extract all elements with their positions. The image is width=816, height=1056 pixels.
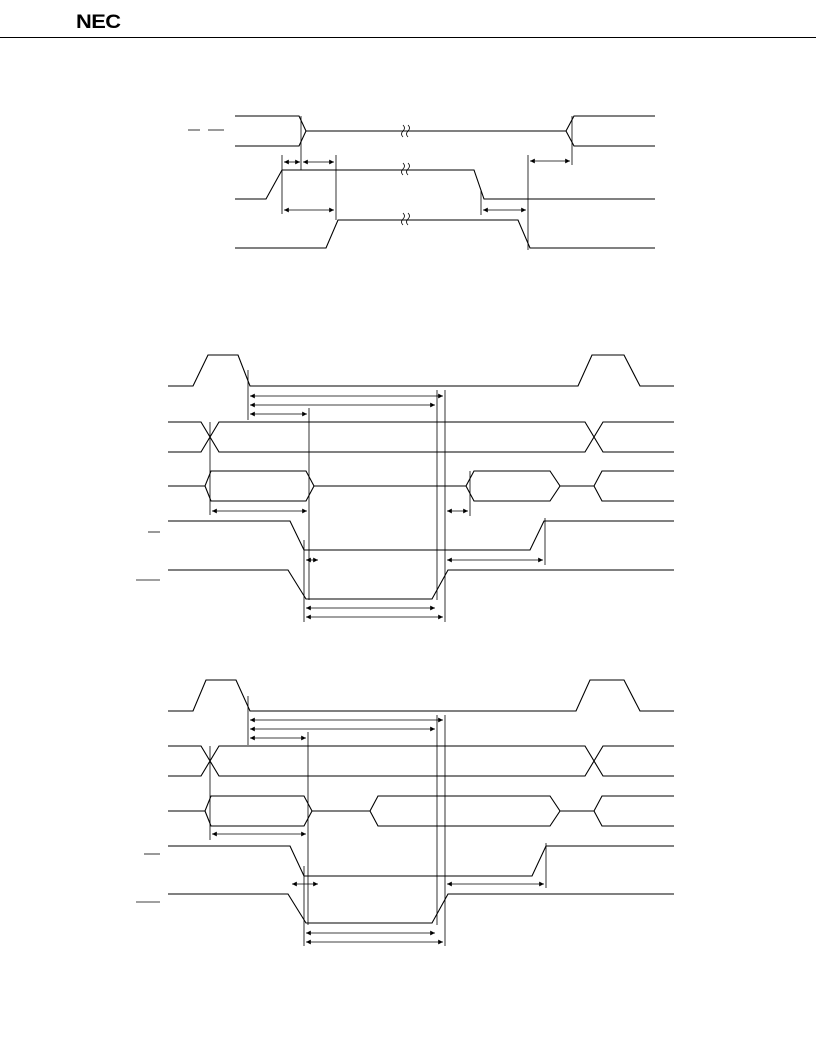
nec-logo: NEC — [76, 12, 121, 33]
waveform-control-3a — [168, 845, 674, 877]
waveform-data-2 — [168, 470, 674, 502]
waveform-address-2 — [168, 421, 674, 453]
waveform-clock-2 — [168, 354, 674, 387]
waveform-signal-1b — [235, 162, 655, 200]
timing-arrows-3 — [212, 717, 544, 945]
timing-reference-lines-2 — [209, 370, 546, 622]
waveform-strobe-2b — [168, 569, 674, 600]
waveform-clock-3 — [168, 679, 674, 712]
header-rule — [0, 37, 816, 38]
waveform-control-2a — [168, 520, 674, 551]
timing-diagram-2 — [136, 354, 674, 622]
timing-reference-lines-1 — [281, 116, 573, 250]
timing-arrows-2 — [212, 393, 543, 620]
waveform-signal-1c — [235, 212, 655, 249]
waveform-address-3 — [168, 745, 674, 777]
waveform-strobe-3b — [168, 893, 674, 924]
timing-arrows-1 — [284, 158, 570, 213]
page-header: NEC — [0, 0, 816, 40]
timing-diagram-1 — [188, 115, 655, 250]
waveform-data-3 — [168, 795, 674, 827]
timing-diagram-3 — [136, 679, 674, 946]
timing-reference-lines-3 — [209, 696, 547, 946]
waveform-bus-1 — [235, 115, 655, 147]
